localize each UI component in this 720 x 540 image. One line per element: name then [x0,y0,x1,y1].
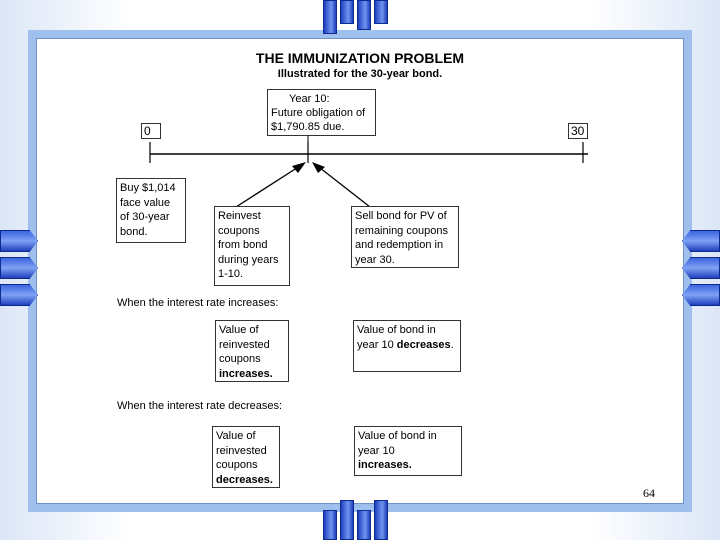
increase-left-line: coupons [219,353,261,365]
decrease-caption: When the interest rate decreases: [117,400,283,412]
buy-line: Buy $1,014 [120,182,176,194]
increase-right-line: Value of bond in [357,324,436,336]
decorative-tab [0,284,38,306]
decorative-tab [374,0,388,24]
arrowhead-sell [312,162,325,173]
diagram-subtitle: Illustrated for the 30-year bond. [277,68,443,80]
diagram-title: THE IMMUNIZATION PROBLEM [255,50,465,66]
obligation-line: $1,790.85 due. [271,121,345,133]
obligation-box: Year 10: Future obligation of $1,790.85 … [267,89,376,136]
increase-left-line: reinvested [219,338,270,351]
timeline-start-label: 0 [141,123,161,139]
arrowhead-reinvest [292,162,306,173]
decorative-tab [357,0,371,30]
reinvest-line: coupons [218,224,260,237]
decrease-left-line: Value of [216,430,256,442]
timeline-end-label: 30 [568,123,588,139]
decrease-bond-value-box: Value of bond in year 10 increases. [354,426,462,476]
increase-caption: When the interest rate increases: [117,297,279,309]
increase-bond-value-box: Value of bond in year 10 decreases. [353,320,461,372]
decrease-coupons-box: Value of reinvested coupons decreases. [212,426,280,488]
decrease-left-line: reinvested [216,444,267,457]
decrease-left-line: decreases. [216,473,273,486]
sell-line: and redemption in [355,239,444,251]
decrease-right-line: Value of bond in [358,430,437,442]
sell-line: Sell bond for PV of [355,210,447,222]
page-number: 64 [643,486,655,500]
decorative-tab [0,230,38,252]
increase-left-line: Value of [219,324,259,336]
decorative-tab [323,0,337,34]
sell-line: remaining coupons [355,224,448,237]
reinvest-line: Reinvest [218,210,261,222]
buy-line: face value [120,196,171,209]
buy-line: bond. [120,225,148,238]
reinvest-coupons-box: Reinvest coupons from bond during years … [214,206,290,286]
reinvest-line: during years [218,253,279,266]
arrow-reinvest [235,163,304,208]
arrow-sell [314,163,371,208]
increase-right-line: year 10 decreases. [357,338,454,351]
sell-line: year 30. [355,253,395,266]
decorative-tab [340,0,354,24]
reinvest-line: 1-10. [218,268,244,280]
increase-left-line: increases. [219,367,273,380]
decorative-tab [0,257,38,279]
buy-line: of 30-year [120,211,170,223]
reinvest-line: from bond [218,239,268,251]
increase-coupons-box: Value of reinvested coupons increases. [215,320,289,382]
obligation-line: Year 10: [289,93,330,105]
decrease-right-line: increases. [358,459,412,471]
obligation-line: Future obligation of [271,107,366,119]
decrease-left-line: coupons [216,459,258,471]
buy-bond-box: Buy $1,014 face value of 30-year bond. [116,178,186,243]
decrease-right-line: year 10 [358,444,395,457]
sell-bond-box: Sell bond for PV of remaining coupons an… [351,206,459,268]
